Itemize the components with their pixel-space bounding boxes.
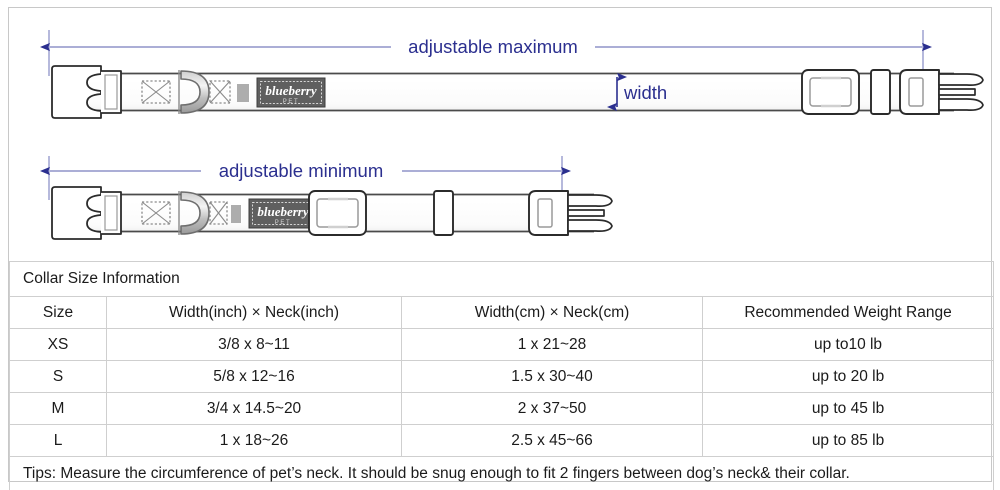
table-tips-row: Tips: Measure the circumference of pet’s… <box>8 456 995 490</box>
column-header-weight: Recommended Weight Range <box>701 296 995 329</box>
adjustable-maximum-label: adjustable maximum <box>408 36 578 57</box>
brand-sub-max: PET <box>283 99 299 105</box>
brand-name-min: blueberry <box>257 204 309 219</box>
d-ring-max <box>178 70 210 114</box>
cell-cm: 2.5 x 45~66 <box>401 424 703 457</box>
cell-inch: 1 x 18~26 <box>106 424 402 457</box>
cell-inch: 5/8 x 12~16 <box>106 360 402 393</box>
buckle-male-end-max <box>899 69 984 115</box>
collar-diagram: adjustable maximum <box>9 8 993 261</box>
max-extent-guides <box>48 30 924 76</box>
buckle-female-end-max <box>51 65 122 119</box>
keeper-loop-min <box>433 190 454 236</box>
cell-weight: up to 20 lb <box>701 360 995 393</box>
table-title: Collar Size Information <box>8 261 995 297</box>
table-row: S 5/8 x 12~16 1.5 x 30~40 up to 20 lb <box>9 360 995 393</box>
box-stitch-right-max <box>209 80 231 104</box>
adjustable-minimum-label: adjustable minimum <box>219 160 384 181</box>
box-stitch-left-max <box>141 80 171 104</box>
table-header-row: Size Width(inch) × Neck(inch) Width(cm) … <box>9 296 995 329</box>
column-header-inch: Width(inch) × Neck(inch) <box>106 296 402 329</box>
column-header-size: Size <box>9 296 107 329</box>
cell-cm: 1 x 21~28 <box>401 328 703 361</box>
slider-adjuster-min <box>308 190 367 236</box>
keeper-loop-max <box>870 69 891 115</box>
coil-spring-max <box>237 83 250 102</box>
cell-inch: 3/4 x 14.5~20 <box>106 392 402 425</box>
tips-text: Tips: Measure the circumference of pet’s… <box>8 456 995 490</box>
box-stitch-left-min <box>141 201 171 225</box>
coil-spring-min <box>231 204 242 223</box>
content-frame: adjustable maximum <box>8 7 995 490</box>
table-row: L 1 x 18~26 2.5 x 45~66 up to 85 lb <box>9 424 995 457</box>
brand-tag-min: blueberry PET <box>248 198 318 229</box>
buckle-male-end-min <box>528 190 613 236</box>
table-row: XS 3/8 x 8~11 1 x 21~28 up to10 lb <box>9 328 995 361</box>
column-header-cm: Width(cm) × Neck(cm) <box>401 296 703 329</box>
cell-cm: 1.5 x 30~40 <box>401 360 703 393</box>
collar-size-table: Collar Size Information Size Width(inch)… <box>8 261 995 490</box>
cell-size: XS <box>9 328 107 361</box>
slider-adjuster-max <box>801 69 860 115</box>
cell-size: L <box>9 424 107 457</box>
brand-sub-min: PET <box>275 220 291 226</box>
cell-cm: 2 x 37~50 <box>401 392 703 425</box>
buckle-female-end-min <box>51 186 122 240</box>
cell-inch: 3/8 x 8~11 <box>106 328 402 361</box>
cell-weight: up to 45 lb <box>701 392 995 425</box>
table-row: M 3/4 x 14.5~20 2 x 37~50 up to 45 lb <box>9 392 995 425</box>
box-stitch-right-min <box>209 201 228 225</box>
brand-tag-max: blueberry PET <box>256 77 326 108</box>
cell-weight: up to 85 lb <box>701 424 995 457</box>
cell-size: M <box>9 392 107 425</box>
cell-weight: up to10 lb <box>701 328 995 361</box>
cell-size: S <box>9 360 107 393</box>
width-label: width <box>623 82 667 103</box>
d-ring-min <box>178 191 210 235</box>
table-title-row: Collar Size Information <box>8 261 995 297</box>
brand-name-max: blueberry <box>265 83 317 98</box>
